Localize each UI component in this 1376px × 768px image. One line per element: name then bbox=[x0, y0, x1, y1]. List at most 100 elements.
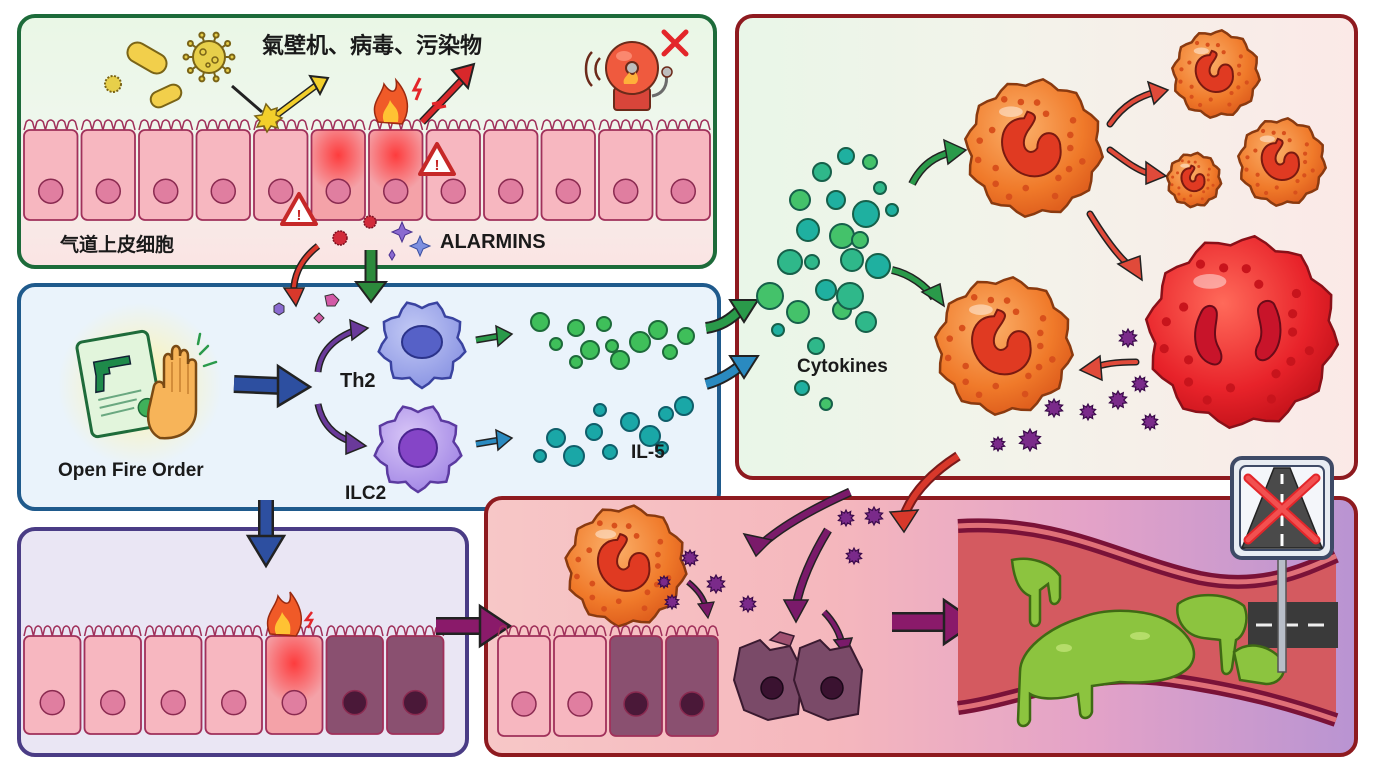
activated-eosinophil bbox=[1144, 234, 1340, 430]
cytokine-particle bbox=[826, 190, 846, 210]
cytokine-particle bbox=[836, 282, 864, 310]
epithelial-cell bbox=[598, 119, 654, 221]
warning-icon: ! bbox=[418, 142, 456, 176]
cytokine-particle bbox=[648, 320, 668, 340]
cytokine-particle bbox=[629, 331, 651, 353]
th2-label: Th2 bbox=[340, 370, 376, 392]
eosinophil bbox=[564, 504, 688, 628]
cytokine-particle bbox=[837, 147, 855, 165]
cytokine-particle bbox=[812, 162, 832, 182]
cytokine-particle bbox=[585, 423, 603, 441]
granule bbox=[845, 546, 863, 566]
cytokine-particle bbox=[796, 218, 820, 242]
cytokine-particle bbox=[777, 249, 803, 275]
ilc2-label: ILC2 bbox=[345, 483, 387, 504]
cytokine-particle bbox=[655, 441, 669, 455]
cytokine-particle bbox=[549, 337, 563, 351]
cytokine-particle bbox=[851, 231, 869, 249]
epithelial-cell bbox=[497, 625, 551, 737]
cytokine-particle bbox=[819, 397, 833, 411]
epithelial-cell bbox=[325, 625, 384, 735]
cytokine-particle bbox=[610, 350, 630, 370]
bacteria-icon bbox=[126, 41, 183, 109]
ilc2-cell bbox=[373, 405, 463, 494]
epithelial-cell bbox=[144, 625, 203, 735]
stop-hand-icon bbox=[146, 332, 218, 440]
granule bbox=[681, 548, 699, 568]
svg-text:!: ! bbox=[435, 157, 440, 174]
tissue-label: 气道上皮细胞 bbox=[60, 235, 175, 256]
cytokine-particles-ilc2 bbox=[533, 396, 694, 467]
granule bbox=[1079, 402, 1097, 422]
cytokine-particle bbox=[533, 449, 547, 463]
epithelial-cell bbox=[665, 625, 719, 737]
granule-particles bbox=[657, 327, 1159, 614]
cytokine-particle bbox=[530, 312, 550, 332]
cytokine-particle bbox=[794, 380, 810, 396]
epithelial-cell bbox=[368, 119, 424, 221]
cytokine-particle bbox=[569, 355, 583, 369]
granule bbox=[706, 573, 726, 595]
cytokine-particle bbox=[815, 279, 837, 301]
epithelial-cell bbox=[483, 119, 539, 221]
svg-text:!: ! bbox=[297, 207, 302, 224]
cytokine-particle bbox=[639, 425, 661, 447]
eosinophil bbox=[933, 275, 1075, 417]
open-fire-order-label: Open Fire Order bbox=[58, 460, 204, 481]
destroyed-cell bbox=[732, 638, 804, 722]
epithelial-cell bbox=[540, 119, 596, 221]
cytokine-particle bbox=[580, 340, 600, 360]
cytokine-particle bbox=[804, 254, 820, 270]
cytokine-particle bbox=[602, 444, 618, 460]
cytokine-particle bbox=[546, 428, 566, 448]
cytokine-particle bbox=[756, 282, 784, 310]
cytokine-particle bbox=[786, 300, 810, 324]
cross-icon bbox=[661, 29, 689, 57]
trigger-label: 氣壁机、病毒、污染物 bbox=[262, 33, 483, 58]
granule bbox=[1141, 412, 1159, 432]
eosinophil bbox=[1170, 28, 1262, 120]
granule bbox=[739, 594, 757, 614]
no-road-sign-icon bbox=[1230, 456, 1334, 673]
cytokine-particle bbox=[840, 248, 864, 272]
granule bbox=[990, 435, 1006, 453]
epithelial-cell bbox=[80, 119, 136, 221]
cytokine-particle bbox=[862, 154, 878, 170]
il5-label: IL-5 bbox=[631, 442, 665, 463]
cytokine-particle bbox=[567, 319, 585, 337]
cytokine-particle bbox=[885, 203, 899, 217]
mucus-plug bbox=[1010, 557, 1286, 728]
epithelial-cell bbox=[265, 625, 324, 735]
cytokine-particle bbox=[605, 339, 619, 353]
cytokine-particle bbox=[855, 311, 877, 333]
alarmin-particles bbox=[332, 215, 432, 261]
epithelial-cell bbox=[23, 119, 79, 221]
eosinophil bbox=[1165, 151, 1223, 209]
granule bbox=[1131, 374, 1149, 394]
eosinophil bbox=[1236, 116, 1328, 208]
cytokine-particle bbox=[865, 253, 891, 279]
granule bbox=[657, 574, 671, 590]
eosinophil bbox=[963, 77, 1105, 219]
cytokines-label: Cytokines bbox=[797, 356, 888, 377]
cytokine-particle bbox=[789, 189, 811, 211]
epithelial-cell bbox=[655, 119, 711, 221]
th2-cell bbox=[377, 301, 467, 390]
epithelium-damaged-row bbox=[23, 625, 445, 735]
cytokine-particle bbox=[658, 406, 674, 422]
epithelial-cell bbox=[310, 119, 366, 221]
granule bbox=[864, 505, 884, 527]
cytokine-particle bbox=[593, 403, 607, 417]
fire-icon bbox=[373, 77, 409, 125]
granule bbox=[1118, 327, 1138, 349]
virus-icon bbox=[104, 31, 236, 93]
fire-icon bbox=[266, 591, 315, 637]
cytokine-particle bbox=[674, 396, 694, 416]
epithelial-cell bbox=[138, 119, 194, 221]
epithelial-cell bbox=[23, 625, 82, 735]
epithelial-cell bbox=[386, 625, 445, 735]
alarm-bell-icon bbox=[584, 41, 673, 111]
cytokine-particle bbox=[677, 327, 695, 345]
epithelial-cell bbox=[609, 625, 663, 737]
